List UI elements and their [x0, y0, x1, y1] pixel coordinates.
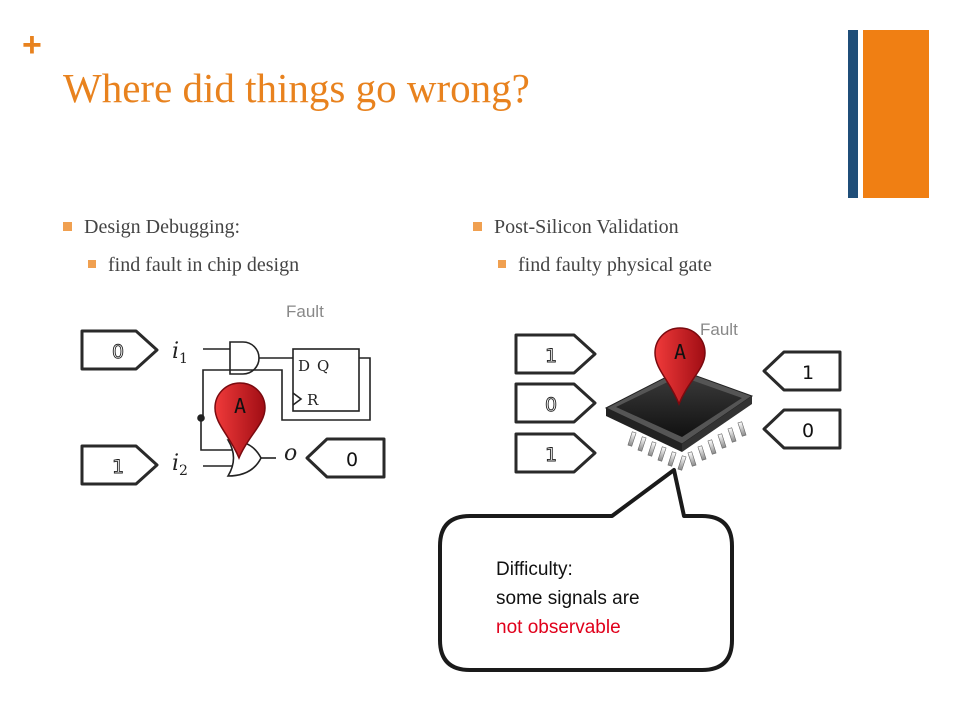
bullet-square-icon	[473, 221, 482, 231]
svg-text:0: 0	[112, 341, 124, 363]
callout-line-2: some signals are	[496, 588, 640, 609]
bullet-design-debugging: Design Debugging:	[63, 216, 240, 239]
svg-text:0: 0	[802, 420, 814, 442]
fault-marker-right-icon: A	[654, 327, 706, 407]
label-o: o	[284, 441, 297, 466]
output-tag-right-0: 1	[762, 350, 842, 392]
callout-text: Difficulty: some signals are not observa…	[496, 555, 640, 642]
fault-label-right: Fault	[700, 320, 738, 339]
and-gate	[229, 341, 260, 375]
bullet-text: find fault in chip design	[108, 254, 300, 276]
bullet-text: find faulty physical gate	[518, 254, 712, 276]
input-tag-right-0: 1	[514, 333, 597, 375]
accent-bar-blue	[848, 30, 858, 198]
svg-text:1: 1	[802, 362, 814, 384]
bullet-text: Design Debugging:	[84, 216, 241, 238]
page-title: Where did things go wrong?	[63, 65, 530, 111]
wire-or-in1	[200, 418, 232, 451]
chip-icon	[604, 369, 754, 471]
output-tag-right-1: 0	[762, 408, 842, 450]
input-tag-left-1: 1	[80, 444, 159, 486]
bullet-square-icon	[498, 260, 506, 269]
fault-label-left: Fault	[286, 302, 324, 321]
bullet-find-fault-chip-design: find fault in chip design	[88, 254, 299, 277]
bullet-square-icon	[88, 260, 96, 269]
bullet-square-icon	[63, 221, 72, 231]
flip-flop	[292, 348, 360, 412]
input-tag-right-1: 0	[514, 382, 597, 424]
svg-text:A: A	[674, 340, 686, 364]
accent-bar-orange	[863, 30, 929, 198]
junction-dot	[197, 414, 205, 422]
bullet-text: Post-Silicon Validation	[494, 216, 679, 238]
wire-feedback	[202, 357, 371, 421]
svg-text:0: 0	[346, 449, 358, 471]
label-r: R	[307, 391, 319, 409]
svg-text:1: 1	[112, 456, 124, 478]
callout-line-3: not observable	[496, 617, 621, 638]
circuit-left	[197, 341, 371, 477]
label-d: D	[298, 357, 310, 375]
label-i2: i2	[172, 451, 188, 479]
callout-line-1: Difficulty:	[496, 559, 573, 580]
svg-text:1: 1	[545, 444, 557, 466]
output-tag-left: 0	[305, 437, 386, 479]
clock-arrow	[292, 392, 303, 406]
svg-text:1: 1	[545, 345, 557, 367]
svg-text:0: 0	[545, 394, 557, 416]
bullet-find-faulty-gate: find faulty physical gate	[498, 254, 712, 277]
label-q: Q	[317, 357, 329, 375]
svg-text:A: A	[234, 394, 246, 418]
input-tag-left-0: 0	[80, 329, 159, 371]
bullet-post-silicon: Post-Silicon Validation	[473, 216, 679, 239]
callout-bubble	[438, 468, 734, 672]
plus-icon: +	[22, 26, 42, 64]
label-i1: i1	[172, 339, 188, 367]
input-tag-right-2: 1	[514, 432, 597, 474]
fault-marker-left-icon: A	[214, 382, 266, 460]
